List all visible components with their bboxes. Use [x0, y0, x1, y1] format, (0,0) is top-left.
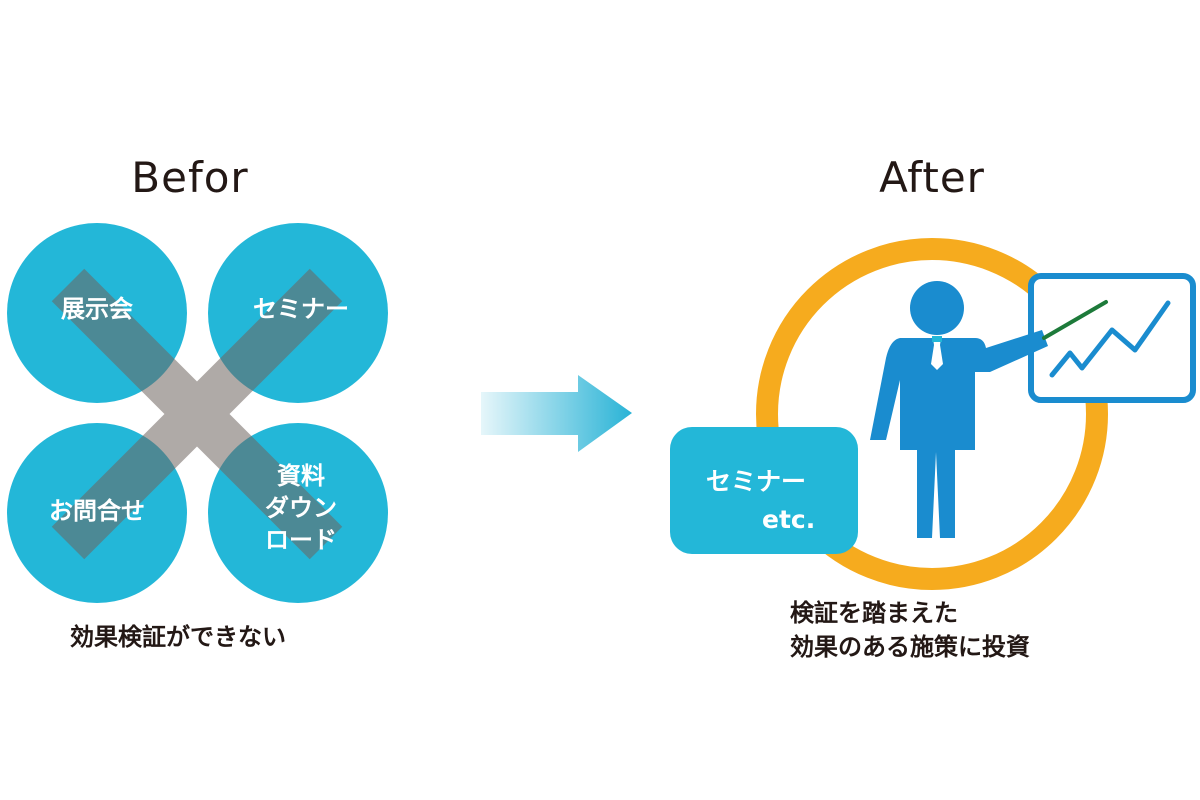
pointer-stick [1042, 300, 1108, 340]
tie-knot [932, 336, 942, 342]
circle-label-expo: 展示会 [61, 295, 133, 323]
circle-label-seminar: セミナー [253, 295, 349, 323]
circle-label-inquiry: お問合せ [49, 497, 145, 525]
after-heading: After [879, 153, 985, 202]
cross-mark-icon [51, 268, 343, 560]
after-caption-line1: 検証を踏まえた [790, 599, 958, 627]
orange-ring [756, 238, 1108, 590]
tie-icon [931, 338, 943, 370]
before-heading: Befor [131, 153, 249, 202]
right-arrow-icon [481, 375, 632, 452]
chart-board-icon [1028, 273, 1196, 403]
presenter-icon [870, 281, 1048, 538]
circle-label-download: 資料 ダウン ロード [265, 462, 337, 554]
seminar-box-line1: セミナー [706, 467, 807, 496]
before-caption: 効果検証ができない [70, 623, 286, 651]
after-caption-line2: 効果のある施策に投資 [790, 633, 1030, 661]
seminar-box: セミナー etc. [670, 427, 858, 554]
seminar-box-line2: etc. [762, 505, 816, 534]
